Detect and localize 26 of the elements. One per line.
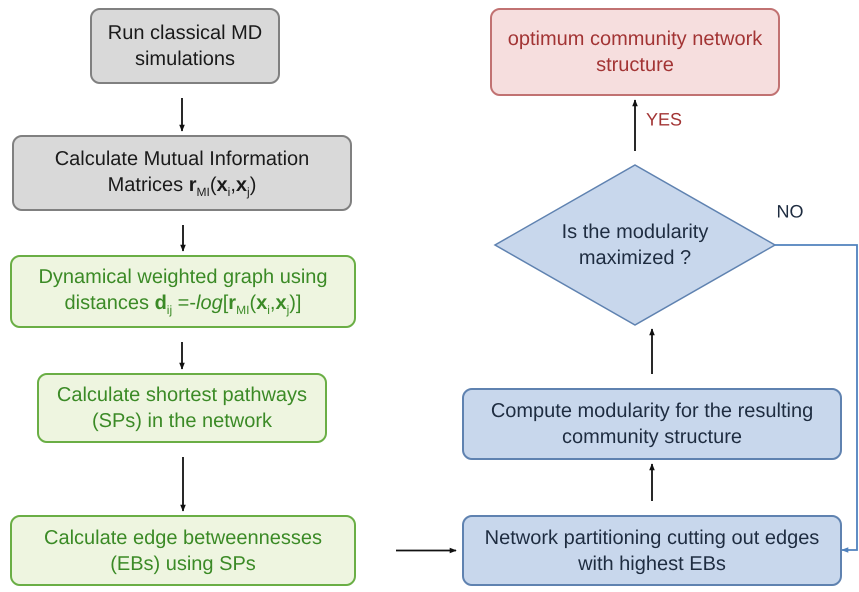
node-text: Calculate shortest pathways (SPs) in the network <box>56 383 308 434</box>
process-box <box>10 255 356 328</box>
node-text: Is the modularity maximized ? <box>560 220 710 271</box>
process-box <box>10 515 356 586</box>
arrow <box>179 342 185 370</box>
arrow <box>179 98 185 132</box>
process-box <box>37 373 327 443</box>
node-text: Run classical MD simulations <box>106 21 264 72</box>
node-text: optimum community network structure <box>506 27 764 78</box>
process-box <box>462 515 842 586</box>
node-text: Compute modularity for the resulting community structure <box>490 399 814 450</box>
arrow <box>180 457 186 512</box>
arrow <box>180 225 186 252</box>
node-text: Calculate Mutual Information Matrices r$_{MI}$(x$_{i}$,x$_{j}$) <box>54 146 310 200</box>
node-text: Network partitioning cutting out edges with highest EBs <box>484 526 820 576</box>
process-box <box>90 8 280 84</box>
process-box <box>490 8 780 96</box>
node-text: Calculate edge betweennesses (EBs) using SPs <box>43 526 323 576</box>
process-box <box>462 388 842 460</box>
process-box <box>12 135 352 211</box>
arrow <box>775 244 858 553</box>
arrow <box>649 328 655 374</box>
arrow <box>632 99 638 151</box>
arrow <box>649 463 655 501</box>
node-text: Dynamical weighted graph using distances d$_{ij}$ =-log[r$_{MI}$(x$_{i}$,x$_{j}$)] <box>37 265 329 319</box>
arrow <box>396 548 457 554</box>
